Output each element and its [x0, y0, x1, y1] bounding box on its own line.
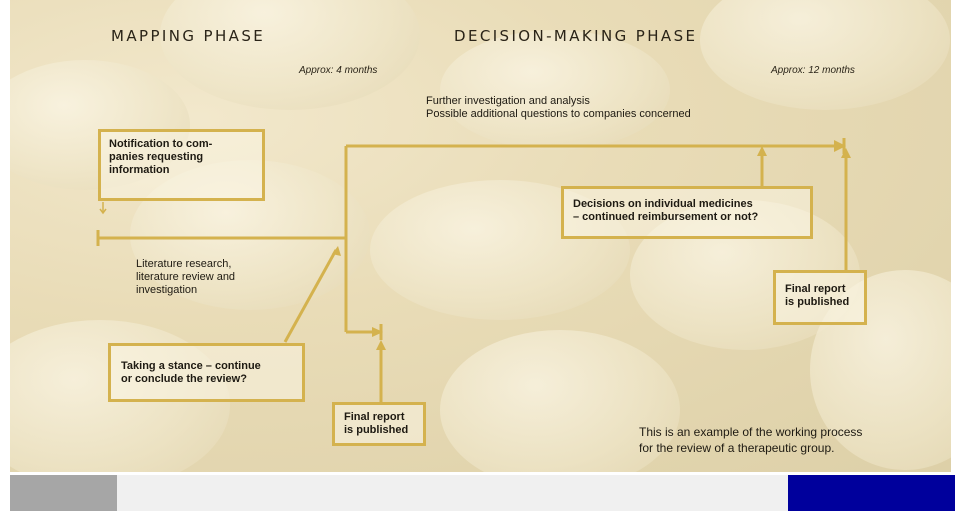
further-investigation-note: Further investigation and analysis Possi… — [426, 95, 691, 121]
final-report-line: Final report — [344, 411, 405, 423]
stance-arrowhead-icon — [332, 246, 341, 256]
final-report-box-1: Final report is published — [332, 402, 426, 446]
flow-lines — [96, 138, 851, 402]
further-line: Further investigation and analysis — [426, 95, 590, 107]
literature-line: investigation — [136, 284, 198, 296]
further-line: Possible additional questions to compani… — [426, 108, 691, 120]
decision-duration: Approx: 12 months — [771, 65, 855, 76]
decision-phase-title: DECISION-MAKING PHASE — [454, 27, 698, 45]
final-report-line: Final report — [785, 283, 846, 295]
footer-middle-block — [117, 475, 788, 511]
process-slide: MAPPING PHASE DECISION-MAKING PHASE Appr… — [10, 0, 951, 472]
pill-decoration — [440, 330, 680, 472]
stance-box: Taking a stance – continue or conclude t… — [108, 343, 305, 402]
report2-arrowhead-icon — [841, 148, 851, 158]
footer-right-block — [788, 475, 955, 511]
notification-line: information — [109, 164, 170, 176]
example-line: for the review of a therapeutic group. — [639, 441, 835, 455]
lower-arrowhead-icon — [372, 327, 383, 337]
example-line: This is an example of the working proces… — [639, 425, 863, 439]
decisions-line: – continued reimbursement or not? — [573, 211, 759, 223]
literature-line: literature review and — [136, 271, 236, 283]
pill-decoration — [700, 0, 950, 110]
pill-decoration — [440, 30, 670, 150]
decisions-box: Decisions on individual medicines – cont… — [561, 186, 813, 239]
notification-line: panies requesting — [109, 151, 204, 163]
footer-left-block — [10, 475, 117, 511]
final-report-line: is published — [785, 296, 850, 308]
decisions-arrowhead-icon — [757, 146, 767, 156]
notification-down-arrowhead-icon — [99, 208, 107, 215]
literature-line: Literature research, — [136, 258, 232, 270]
stance-line: Taking a stance – continue — [121, 360, 261, 372]
mapping-phase-title: MAPPING PHASE — [111, 27, 266, 45]
notification-line: Notification to com- — [109, 138, 213, 150]
notification-box: Notification to com- panies requesting i… — [98, 129, 265, 201]
report1-arrowhead-icon — [376, 340, 386, 350]
stance-connector-line — [283, 249, 338, 343]
mapping-duration: Approx: 4 months — [299, 65, 378, 76]
example-note: This is an example of the working proces… — [639, 424, 862, 456]
upper-arrowhead-icon — [834, 140, 846, 152]
literature-note: Literature research, literature review a… — [136, 258, 235, 297]
decisions-line: Decisions on individual medicines — [573, 198, 753, 210]
final-report-box-2: Final report is published — [773, 270, 867, 325]
stance-line: or conclude the review? — [121, 373, 247, 385]
final-report-line: is published — [344, 424, 409, 436]
